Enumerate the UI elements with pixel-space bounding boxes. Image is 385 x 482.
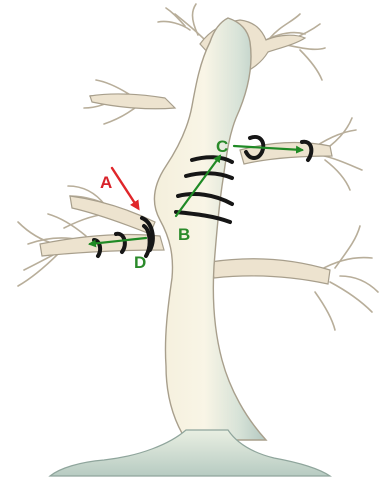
- arrow-a: [112, 168, 138, 208]
- tree-roots: [50, 430, 330, 476]
- label-a: A: [100, 173, 112, 192]
- label-d: D: [134, 253, 146, 272]
- tree-trunk: [154, 18, 266, 440]
- label-b: B: [178, 225, 190, 244]
- label-c: C: [216, 137, 228, 156]
